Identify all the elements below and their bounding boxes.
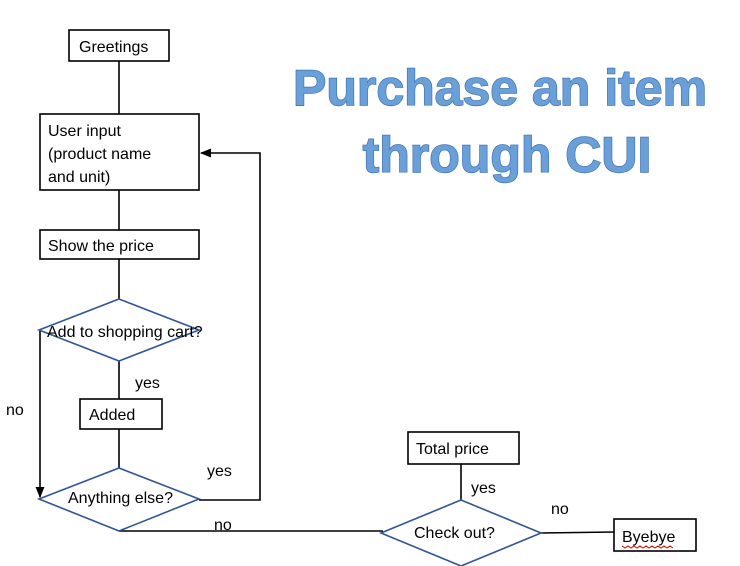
node-added [79,398,163,430]
decision-add-to-cart-label: Add to shopping cart? [47,324,203,341]
edge-label-else-yes: yes [207,463,232,480]
decision-check-out [378,499,544,566]
edge-else-yes-loop [199,148,261,501]
node-show-price [39,229,200,260]
decision-anything-else-label: Anything else? [68,490,173,507]
node-total-price [407,431,520,465]
node-greetings [68,29,170,62]
node-user-input [39,113,200,191]
decision-check-out-label: Check out? [414,525,495,542]
node-total-price-label: Total price [416,441,489,458]
node-user-input-line-1: User input [48,123,121,140]
spellcheck-underline [621,545,674,549]
diagram-title-line-1: Purchase an item [293,60,707,116]
diagram-title-line-2: through CUI [363,127,652,183]
edge-label-checkout-no: no [551,501,569,518]
edge-label-else-no: no [214,517,232,534]
node-user-input-line-3: and unit) [48,169,110,186]
decision-anything-else [36,467,202,532]
edge-label-checkout-yes: yes [471,480,496,497]
decision-add-to-cart [36,298,202,362]
node-show-price-label: Show the price [48,238,154,255]
node-byebye-label: Byebye [622,529,675,546]
edge-label-cart-yes: yes [135,375,160,392]
node-user-input-line-2: (product name [48,146,151,163]
node-added-label: Added [89,407,135,424]
edge-label-cart-no: no [6,402,24,419]
edge-checkout-no-to-byebye [540,531,615,534]
node-greetings-label: Greetings [79,39,148,56]
